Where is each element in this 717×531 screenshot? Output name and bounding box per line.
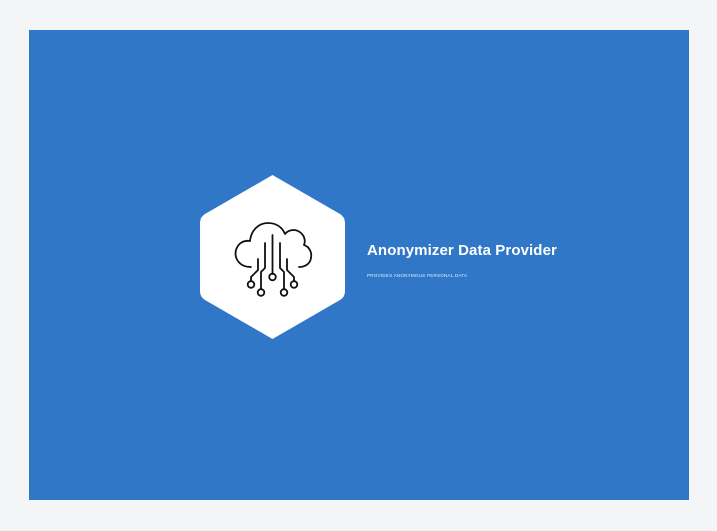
app-title: Anonymizer Data Provider bbox=[367, 242, 557, 259]
app-subtitle: PROVIDES ANONYMOUS PERSONAL DATA bbox=[367, 273, 468, 278]
app-logo bbox=[199, 173, 346, 341]
app-info: Anonymizer Data Provider PROVIDES ANONYM… bbox=[367, 242, 667, 278]
app-banner: Anonymizer Data Provider PROVIDES ANONYM… bbox=[29, 30, 689, 500]
hexagon-badge bbox=[200, 175, 345, 339]
cloud-circuit-icon bbox=[234, 222, 313, 297]
